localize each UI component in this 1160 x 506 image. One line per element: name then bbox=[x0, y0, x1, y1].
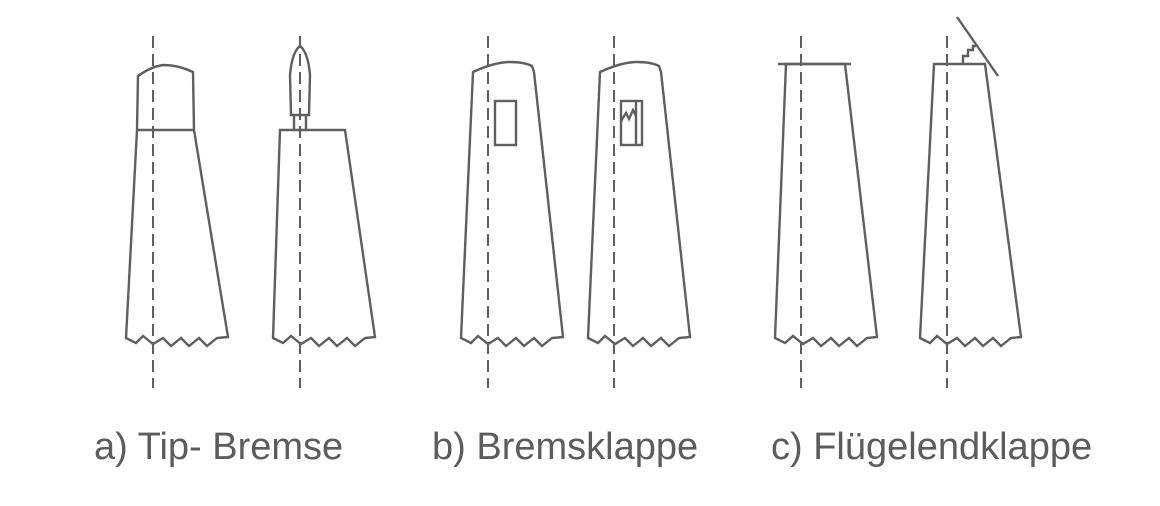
blade-a1-normal bbox=[124, 36, 230, 388]
blade-c1-normal bbox=[773, 36, 879, 388]
caption-brake-flap: b) Bremsklappe bbox=[432, 426, 699, 468]
flap-open bbox=[619, 99, 644, 147]
blade-b2-flap-open bbox=[586, 36, 692, 388]
detached-tip-piece bbox=[288, 44, 312, 117]
blade-b1-normal bbox=[459, 36, 565, 388]
caption-wingtip-flap: c) Flügelendklappe bbox=[771, 426, 1093, 468]
tip-hinge-zigzag bbox=[961, 44, 976, 64]
tip-shaft bbox=[292, 115, 308, 130]
blade-a2-tip-brake-deployed bbox=[271, 36, 377, 388]
pivoted-tip-plate bbox=[956, 16, 999, 77]
flap-closed bbox=[493, 99, 518, 147]
blade-a2-outline bbox=[271, 128, 377, 348]
group-wingtip-flap bbox=[773, 16, 1023, 388]
group-tip-brake bbox=[124, 36, 377, 388]
blade-a1-outline bbox=[124, 63, 230, 348]
flap-break-zigzag bbox=[619, 107, 638, 122]
blade-b2-outline bbox=[586, 60, 692, 348]
blade-b1-outline bbox=[459, 60, 565, 348]
blade-c2-tip-flap-pivoted bbox=[918, 16, 1023, 388]
blade-c1-outline bbox=[773, 62, 879, 348]
caption-tip-brake: a) Tip- Bremse bbox=[94, 426, 344, 468]
blade-c2-outline bbox=[918, 62, 1023, 348]
group-brake-flap bbox=[459, 36, 692, 388]
